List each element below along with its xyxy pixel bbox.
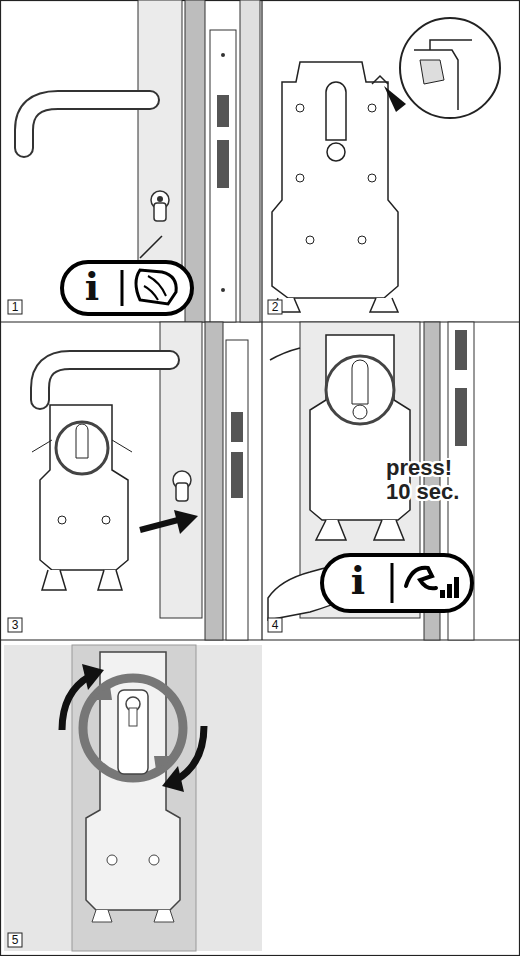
rotate-scene [4,645,262,951]
step-number: 2 [268,300,282,314]
step-number: 5 [8,933,22,947]
step-number: 4 [268,618,282,632]
mount-bracket-scene [8,322,248,640]
info-letter: i [346,561,370,601]
bracket-plate [268,18,500,314]
step-number: 3 [8,618,22,632]
press-scene [268,322,474,640]
strength-info-icon [322,555,472,611]
step-number: 1 [8,300,22,314]
press-instruction: press! 10 sec. [386,456,474,504]
info-letter: i [80,267,104,307]
door-scene [8,0,260,322]
